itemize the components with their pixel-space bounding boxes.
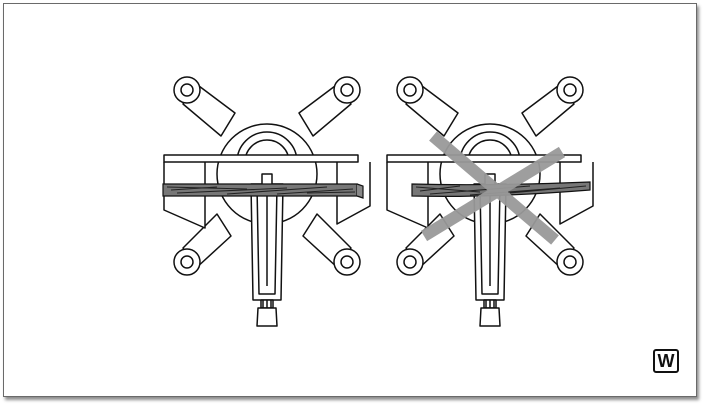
figure-frame: W	[3, 3, 697, 397]
cross-out-mark	[420, 131, 566, 245]
rope-straight	[162, 183, 364, 199]
w-badge: W	[653, 349, 679, 373]
diagram	[162, 76, 594, 327]
panel-incorrect	[386, 76, 594, 327]
panel-correct	[162, 76, 371, 327]
